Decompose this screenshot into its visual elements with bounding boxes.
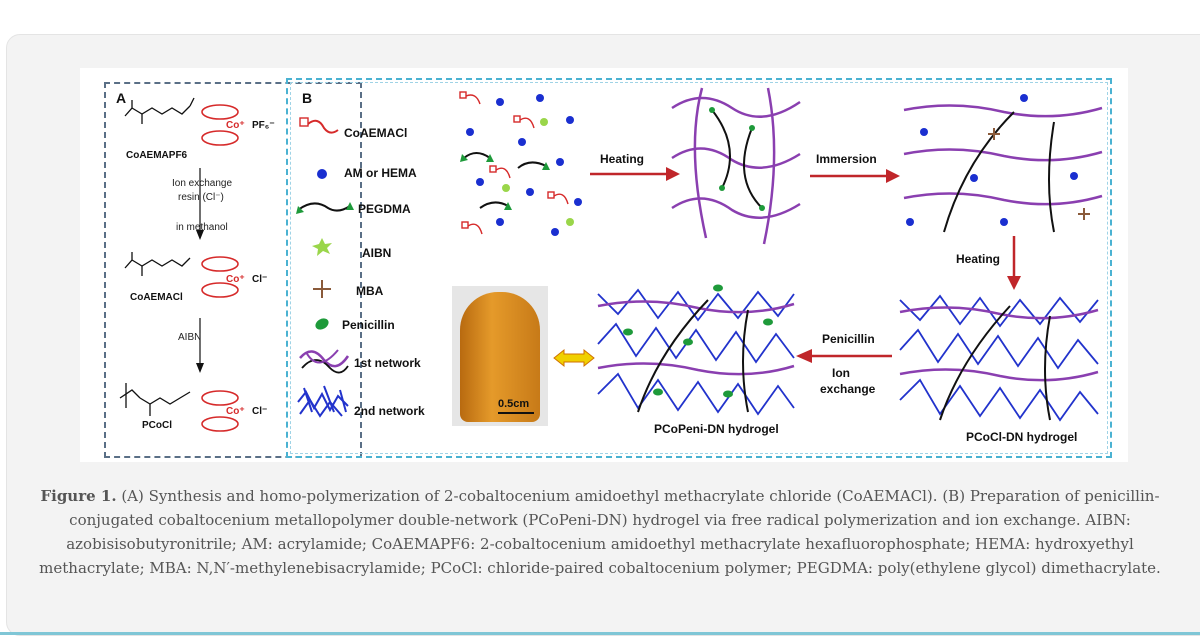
pcopeni-label: PCoPeni-DN hydrogel: [654, 422, 779, 436]
compound-pcocl: PCoCl: [142, 420, 172, 431]
compound-coaemapf6: CoAEMAPF6: [126, 150, 188, 161]
first-network-gel: [671, 87, 801, 245]
counterion-pf6: PF₆⁻: [252, 120, 275, 131]
first-network-icon: [299, 349, 350, 374]
cobalt-label-3: Co⁺: [226, 406, 245, 417]
legend-label-first-network: 1st network: [354, 356, 421, 370]
coaemacl-icon: [299, 117, 339, 134]
swollen-gel: [903, 94, 1103, 233]
immersion-label: Immersion: [816, 152, 877, 166]
heating-label-2: Heating: [956, 252, 1001, 266]
caption-text: (A) Synthesis and homo-polymerization of…: [39, 487, 1161, 577]
blue-dot-icon: [317, 169, 327, 179]
legend-label-penicillin: Penicillin: [342, 318, 395, 332]
panel-b-frame: [286, 78, 1112, 458]
counterion-cl-2: Cl⁻: [252, 406, 268, 417]
legend-label-am-hema: AM or HEMA: [344, 166, 417, 180]
panel-a-letter: A: [116, 90, 127, 106]
counterion-cl-1: Cl⁻: [252, 274, 268, 285]
bottom-divider: [0, 632, 1200, 635]
double-arrow: [553, 348, 595, 368]
aibn-icon: [312, 238, 332, 256]
step-1-line-1: Ion exchange: [172, 178, 233, 189]
legend-label-pegdma: PEGDMA: [358, 202, 411, 216]
heating-arrow-2: [1007, 236, 1021, 290]
caption-title: Figure 1.: [40, 487, 117, 505]
gel-body: [460, 292, 540, 422]
cobalt-label-2: Co⁺: [226, 274, 245, 285]
figure-image: A: [80, 68, 1128, 462]
cobalt-label-1: Co⁺: [226, 120, 245, 131]
gel-photo: 0.5cm: [452, 286, 548, 426]
synthesis-scheme: [119, 97, 239, 432]
figure-caption: Figure 1. (A) Synthesis and homo-polymer…: [20, 484, 1180, 580]
scale-label: 0.5cm: [498, 398, 530, 410]
legend-label-second-network: 2nd network: [354, 404, 425, 418]
ion-exchange-arrow: [796, 349, 892, 363]
pegdma-icon: [296, 202, 354, 214]
heating-arrow-1: [590, 167, 680, 181]
penicillin-arrow-label: Penicillin: [822, 332, 875, 346]
panel-b-inner-frame: [290, 82, 1108, 454]
pcocl-dn-gel: [899, 294, 1099, 422]
panel-a-frame: [104, 82, 362, 458]
legend-label-aibn: AIBN: [362, 246, 392, 260]
ion-label: Ion: [832, 366, 850, 380]
compound-coaemacl: CoAEMACl: [130, 292, 183, 303]
second-network-icon: [297, 385, 349, 418]
mba-icon: [313, 280, 331, 298]
step-2-label: AIBN: [178, 332, 202, 343]
step-1-line-2: resin (Cl⁻): [178, 192, 224, 203]
exchange-label: exchange: [820, 382, 876, 396]
legend-icons: [296, 117, 354, 418]
scale-bar: [498, 412, 534, 414]
immersion-arrow: [810, 169, 900, 183]
panel-b-letter: B: [302, 90, 313, 106]
heating-label-1: Heating: [600, 152, 645, 166]
monomer-mixture: [459, 91, 582, 236]
penicillin-icon: [315, 318, 329, 330]
pcocl-label: PCoCl-DN hydrogel: [966, 430, 1078, 444]
pcopeni-dn-gel: [597, 284, 795, 416]
legend-label-mba: MBA: [356, 284, 384, 298]
step-1-line-3: in methanol: [176, 222, 228, 233]
legend-label-coaemacl: CoAEMACl: [344, 126, 408, 140]
